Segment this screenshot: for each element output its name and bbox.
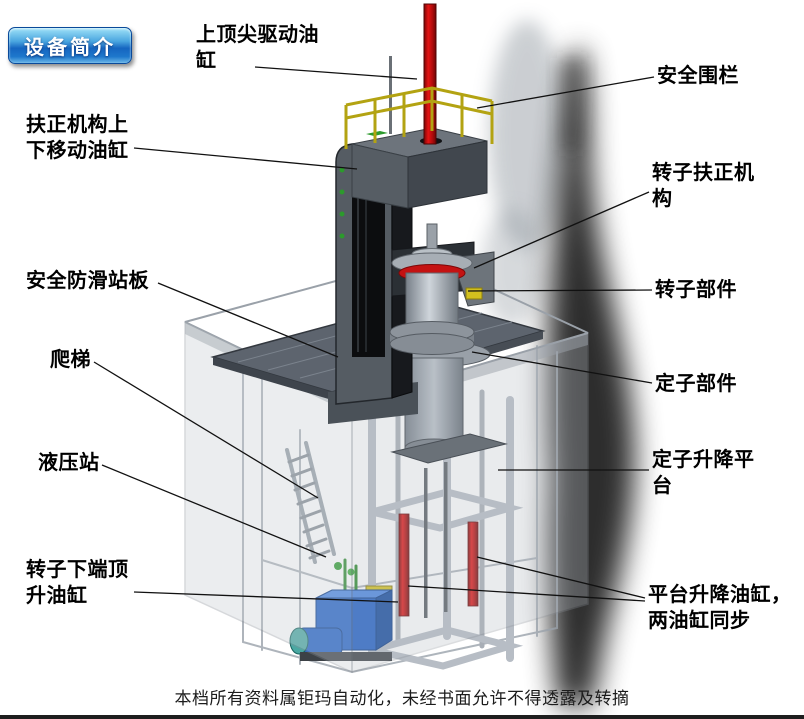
callout-centering-move-cylinder: 扶正机构上下移动油缸: [26, 114, 129, 162]
callout-ladder: 爬梯: [50, 349, 91, 371]
callout-rotor-component: 转子部件: [655, 279, 737, 301]
callout-stator-lift-platform: 定子升降平台: [652, 449, 755, 497]
callout-stator-component: 定子部件: [655, 373, 737, 395]
device-intro-badge: 设备简介: [8, 27, 132, 64]
callout-hydraulic-station: 液压站: [38, 452, 100, 474]
background-shadow: [482, 20, 635, 706]
press-frame-graphic: [328, 3, 494, 424]
safety-fence-graphic: [344, 86, 494, 149]
leader-lines: [93, 66, 655, 603]
callout-top-center-cylinder: 上顶尖驱动油缸: [196, 24, 319, 72]
bottom-edge-bar: [0, 715, 804, 719]
rotor-assembly-graphic: [389, 223, 495, 355]
callout-rotor-centering-mechanism: 转子扶正机构: [652, 162, 755, 210]
platform-lift-rod-left: [398, 513, 410, 617]
callout-safety-fence: 安全围栏: [657, 65, 739, 87]
copyright-notice: 本档所有资料属钜玛自动化，未经书面允许不得透露及转摘: [174, 689, 630, 708]
hydraulic-station-graphic: [289, 558, 393, 661]
top-drive-rod: [423, 3, 437, 145]
callout-anti-slip-platform: 安全防滑站板: [26, 270, 149, 292]
platform-lift-rod-right: [467, 521, 479, 607]
callout-platform-lift-cylinders: 平台升降油缸，两油缸同步: [648, 584, 792, 632]
callout-rotor-bottom-jack-cylinder: 转子下端顶升油缸: [26, 559, 129, 607]
